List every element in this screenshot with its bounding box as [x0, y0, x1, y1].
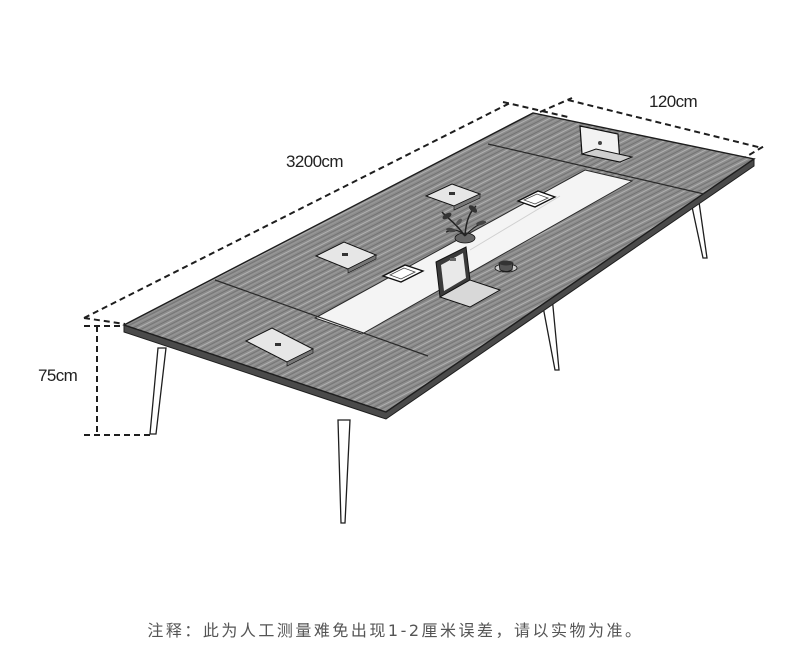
width-tick-left: [539, 97, 573, 113]
width-label: 120cm: [649, 92, 698, 111]
leg-front-left: [149, 347, 167, 435]
glass-center-channel: [313, 169, 634, 335]
laptop-icon: [435, 246, 502, 308]
height-label: 75cm: [38, 366, 78, 385]
width-dimension-line: [567, 99, 763, 149]
measurement-note: 注释：此为人工测量难免出现1-2厘米误差，请以实物为准。: [147, 621, 644, 640]
laptop-icon: [579, 125, 634, 163]
plant-icon: [441, 205, 487, 244]
length-tick-left: [83, 317, 126, 325]
power-socket-icon: [314, 241, 378, 274]
cable-box-icon: [516, 190, 557, 208]
leg-front-right: [337, 419, 351, 524]
power-socket-icon: [424, 183, 482, 211]
width-tick-right: [731, 144, 767, 166]
length-tick-right: [502, 101, 569, 118]
length-label: 3200cm: [286, 152, 343, 171]
dimension-lines: [83, 97, 767, 436]
power-socket-icon: [244, 327, 315, 367]
glass-reflection: [469, 195, 561, 251]
cup-icon: [494, 260, 518, 273]
cable-box-icon: [381, 264, 425, 283]
panel-seams: [214, 143, 705, 357]
